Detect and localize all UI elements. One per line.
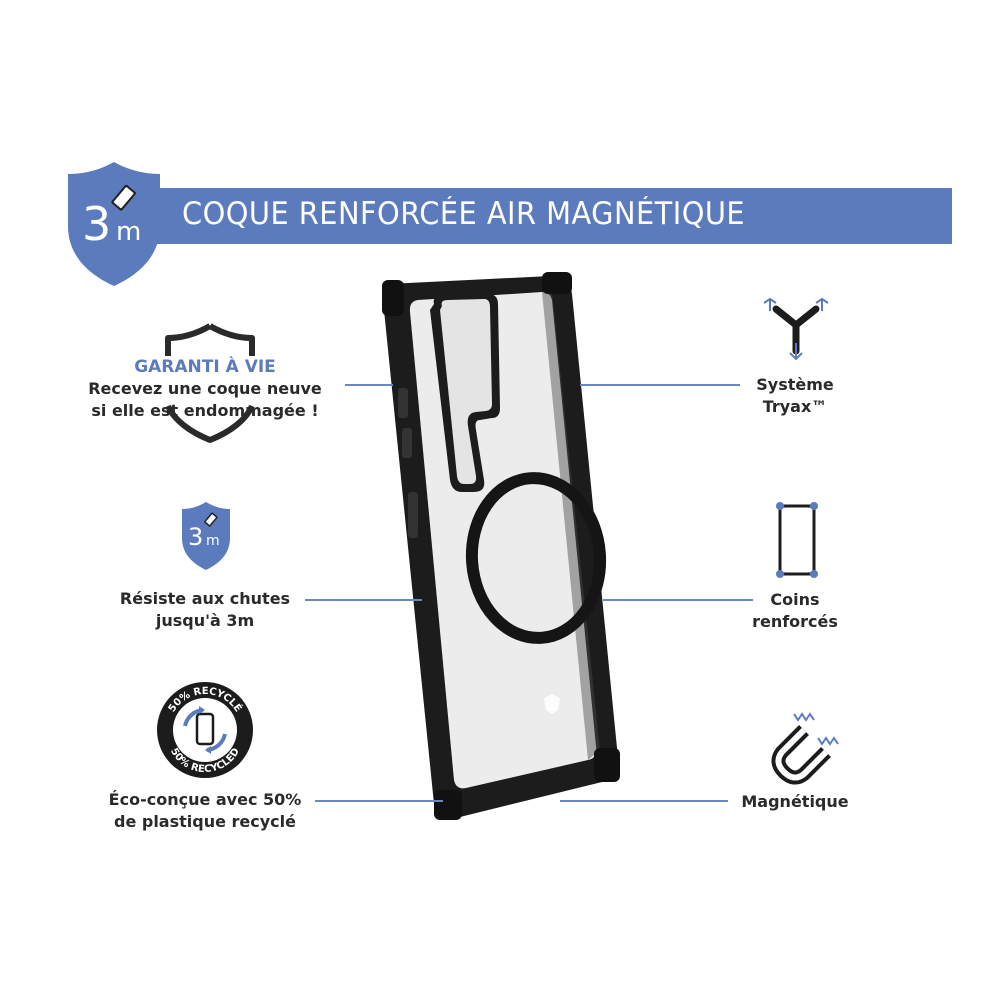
page-title: COQUE RENFORCÉE AIR MAGNÉTIQUE (182, 196, 746, 232)
tryax-line2: Tryax™ (762, 397, 828, 416)
tryax-connector (580, 384, 740, 386)
corners-connector (603, 599, 753, 601)
corners-line2: renforcés (752, 612, 838, 631)
magnetic-connector (560, 800, 728, 802)
eco-text: Éco-conçue avec 50% de plastique recyclé (95, 789, 315, 833)
tryax-icon (760, 295, 832, 361)
shield-outline-icon (160, 322, 260, 444)
badge-number: 3 (82, 197, 111, 251)
warranty-line1: Recevez une coque neuve (88, 379, 322, 398)
warranty-text: GARANTI À VIE Recevez une coque neuve si… (70, 356, 340, 422)
corners-line1: Coins (770, 590, 820, 609)
warranty-line2: si elle est endommagée ! (91, 401, 319, 420)
drop-text: Résiste aux chutes jusqu'à 3m (100, 588, 310, 632)
title-banner: COQUE RENFORCÉE AIR MAGNÉTIQUE (120, 188, 952, 244)
eco-connector (315, 800, 443, 802)
magnetic-text: Magnétique (730, 791, 860, 813)
tryax-line1: Système (756, 375, 834, 394)
phone-case (380, 270, 630, 850)
badge-unit: m (116, 217, 141, 247)
warranty-connector (345, 384, 393, 386)
drop-connector (305, 599, 422, 601)
magnet-icon (758, 710, 842, 786)
shield-3m-small-icon: 3 m (180, 500, 232, 572)
recycle-icon: 50% RECYCLÉ 50% RECYCLED (155, 680, 255, 780)
drop-line1: Résiste aux chutes (119, 589, 291, 608)
tryax-text: Système Tryax™ (735, 374, 855, 418)
drop-badge-unit: m (206, 533, 220, 549)
drop-line2: jusqu'à 3m (155, 611, 255, 630)
magnetic-line1: Magnétique (741, 792, 849, 811)
eco-line1: Éco-conçue avec 50% (108, 790, 302, 809)
warranty-heading: GARANTI À VIE (134, 357, 276, 377)
corners-text: Coins renforcés (735, 589, 855, 633)
drop-badge-number: 3 (188, 523, 203, 551)
shield-3m-icon: 3 m (66, 160, 162, 288)
corners-icon (772, 500, 822, 580)
eco-line2: de plastique recyclé (113, 812, 296, 831)
